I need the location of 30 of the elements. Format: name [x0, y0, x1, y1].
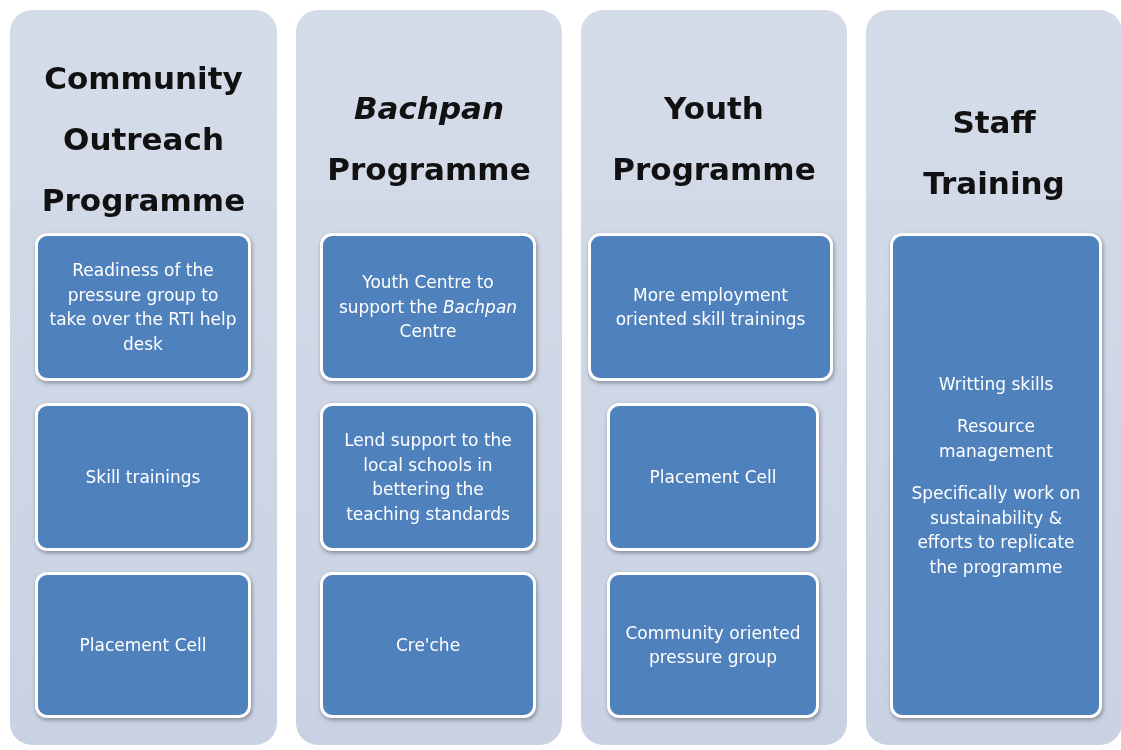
column-title: Youth Programme [611, 89, 817, 189]
activity-text: Readiness of the pressure group to take over the RTI help desk [48, 259, 238, 356]
activity-box [320, 403, 536, 551]
activity-box [607, 572, 819, 718]
activity-box [320, 572, 536, 718]
activity-text: Writting skills [938, 372, 1054, 396]
programme-column [581, 10, 847, 745]
activity-text: Placement Cell [79, 633, 207, 657]
activity-text: Youth Centre to support the Bachpan Centre [337, 271, 519, 344]
activity-text: More employment oriented skill trainings [614, 283, 807, 331]
programme-column [296, 10, 562, 745]
programme-column [866, 10, 1121, 745]
activity-text: Cre'che [395, 633, 461, 657]
activity-box [607, 403, 819, 551]
activity-box [35, 572, 251, 718]
activity-box [320, 233, 536, 381]
activity-text: Skill trainings [85, 465, 201, 489]
activity-text: Resource management [938, 415, 1054, 463]
activity-box [35, 403, 251, 551]
activity-text: Placement Cell [649, 465, 777, 489]
activity-box [588, 233, 833, 381]
activity-box [35, 233, 251, 381]
programme-column [10, 10, 277, 745]
activity-text: Community oriented pressure group [624, 621, 802, 669]
activity-box [890, 233, 1102, 718]
column-title: Community Outreach Programme [40, 59, 247, 220]
column-title: Staff Training [922, 103, 1066, 203]
activity-text: Lend support to the local schools in bettering the teaching standards [343, 429, 513, 526]
activity-text: Specifically work on sustainability & efforts to replicate the programme [910, 482, 1082, 579]
column-title: Bachpan Programme [326, 89, 532, 189]
